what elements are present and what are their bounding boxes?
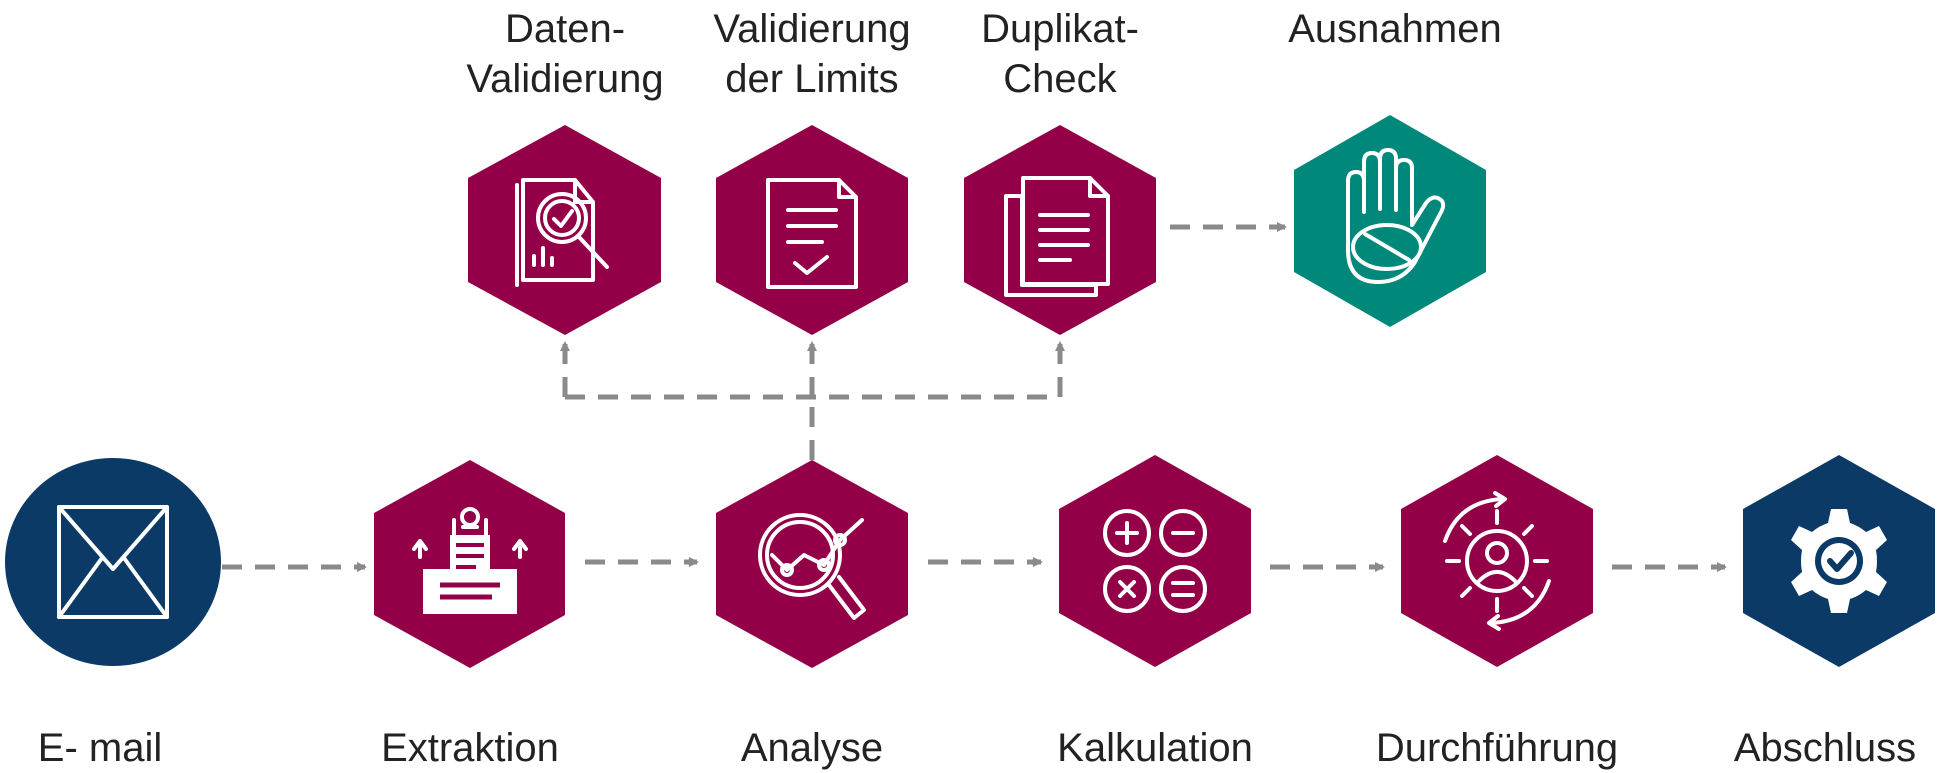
label-limit-validation: Validierung der Limits <box>687 4 937 104</box>
label-data-validation-line-1: Daten- <box>504 7 626 51</box>
hexagon-analysis[interactable] <box>716 460 908 668</box>
label-analysis: Analyse <box>740 726 884 770</box>
gear-person-cycle-icon <box>1443 491 1551 631</box>
gear-check-icon <box>1791 509 1887 613</box>
calculator-operations-icon <box>1103 509 1207 613</box>
label-completion: Abschluss <box>1733 726 1917 770</box>
label-duplicate-check-line-2: Check <box>1003 57 1117 101</box>
email-circle[interactable] <box>5 458 221 666</box>
label-extraction: Extraktion <box>381 726 559 770</box>
label-data-validation-line-2: Validierung <box>466 57 664 101</box>
chart-magnifier-icon <box>758 513 866 620</box>
document-check-icon <box>766 178 858 289</box>
document-search-icon <box>515 178 609 287</box>
duplicate-documents-icon <box>1004 176 1110 297</box>
label-execution: Durchführung <box>1375 726 1619 770</box>
label-exceptions: Ausnahmen <box>1245 4 1545 54</box>
hexagon-exceptions[interactable] <box>1294 115 1486 327</box>
hexagon-data-validation[interactable] <box>468 125 661 335</box>
label-email: E- mail <box>37 726 163 770</box>
robot-printer-icon <box>412 507 528 614</box>
label-limit-validation-line-2: der Limits <box>725 57 899 101</box>
stop-hand-icon <box>1346 148 1446 284</box>
label-limit-validation-line-1: Validierung <box>713 7 911 51</box>
label-duplicate-check: Duplikat- Check <box>935 4 1185 104</box>
label-exceptions-line-1: Ausnahmen <box>1288 7 1502 51</box>
label-duplicate-check-line-1: Duplikat- <box>981 7 1139 51</box>
hexagon-calculation[interactable] <box>1059 455 1251 667</box>
label-calculation: Kalkulation <box>1057 726 1253 770</box>
label-data-validation: Daten- Validierung <box>440 4 690 104</box>
envelope-icon <box>57 505 169 619</box>
hexagon-limit-validation[interactable] <box>716 125 908 335</box>
